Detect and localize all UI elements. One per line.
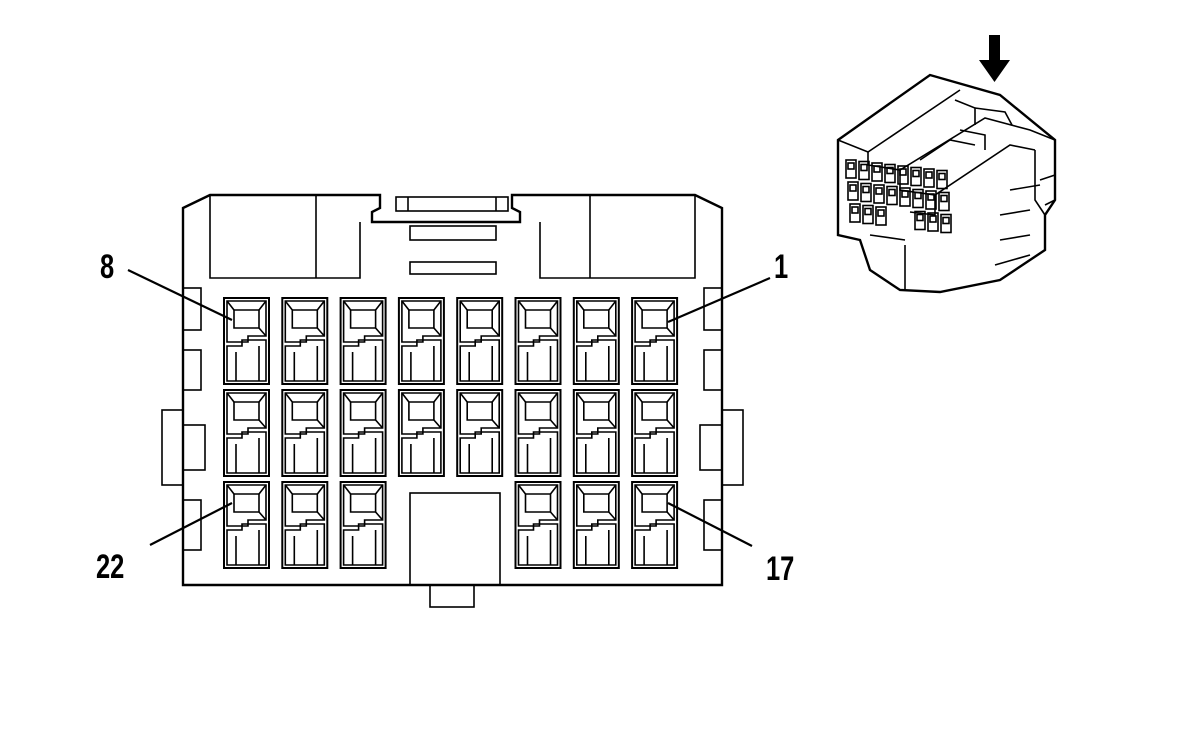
- inset-cavity: [845, 159, 857, 179]
- callout-line-pin-8: [127, 269, 233, 321]
- top-latch: [395, 196, 509, 275]
- down-arrow-icon: [979, 35, 1010, 82]
- inset-cavity: [862, 204, 874, 225]
- inset-cavity: [849, 203, 861, 223]
- terminal-cavity: [281, 297, 329, 385]
- callout-line-pin-17: [667, 502, 753, 547]
- terminal-cavity: [281, 389, 329, 477]
- terminal-cavity: [281, 481, 329, 569]
- pin-label-17: 17: [766, 551, 794, 588]
- pin-label-8: 8: [100, 249, 114, 286]
- terminal-cavity: [631, 297, 679, 385]
- terminal-cavity: [514, 481, 562, 569]
- inset-cavity: [886, 185, 898, 206]
- inset-cavity: [873, 184, 885, 204]
- callout-line-pin-1: [667, 276, 771, 324]
- pin-callouts: 8 1 22 17: [96, 249, 794, 588]
- inset-cavity: [925, 190, 937, 210]
- terminal-cavity: [572, 297, 620, 385]
- bottom-key: [409, 492, 501, 608]
- inset-cavity: [923, 168, 935, 188]
- terminal-cavity: [631, 389, 679, 477]
- inset-cavity: [899, 187, 911, 207]
- inset-terminal-cavities: [845, 159, 952, 234]
- terminal-cavity: [572, 481, 620, 569]
- terminal-cavity: [339, 481, 387, 569]
- terminal-cavities: [223, 297, 679, 569]
- inset-cavity: [871, 162, 883, 182]
- inset-cavity: [938, 191, 950, 212]
- terminal-cavity: [631, 481, 679, 569]
- terminal-cavity: [397, 389, 445, 477]
- connector-isometric-view: [836, 35, 1057, 294]
- terminal-cavity: [223, 389, 270, 477]
- terminal-cavity: [456, 297, 504, 385]
- terminal-cavity: [572, 389, 620, 477]
- pin-label-22: 22: [96, 549, 124, 586]
- terminal-cavity: [397, 297, 445, 385]
- terminal-cavity: [514, 389, 562, 477]
- terminal-cavity: [339, 389, 387, 477]
- inset-cavity: [897, 165, 909, 185]
- inset-cavity: [884, 163, 896, 184]
- inset-cavity: [860, 182, 872, 203]
- inset-cavity: [940, 213, 952, 234]
- inset-cavity: [912, 188, 924, 209]
- inset-cavity: [914, 210, 926, 231]
- terminal-cavity: [223, 481, 270, 569]
- terminal-cavity: [514, 297, 562, 385]
- inset-cavity: [936, 169, 948, 190]
- pin-label-1: 1: [774, 249, 788, 286]
- terminal-cavity: [339, 297, 387, 385]
- inset-cavity: [910, 166, 922, 187]
- inset-cavity: [927, 212, 939, 232]
- inset-cavity: [847, 181, 859, 201]
- callout-line-pin-22: [149, 502, 233, 546]
- terminal-cavity: [456, 389, 504, 477]
- connector-face-view: [161, 193, 744, 608]
- inset-cavity: [875, 206, 887, 226]
- inset-cavity: [858, 160, 870, 181]
- terminal-cavity: [223, 297, 270, 385]
